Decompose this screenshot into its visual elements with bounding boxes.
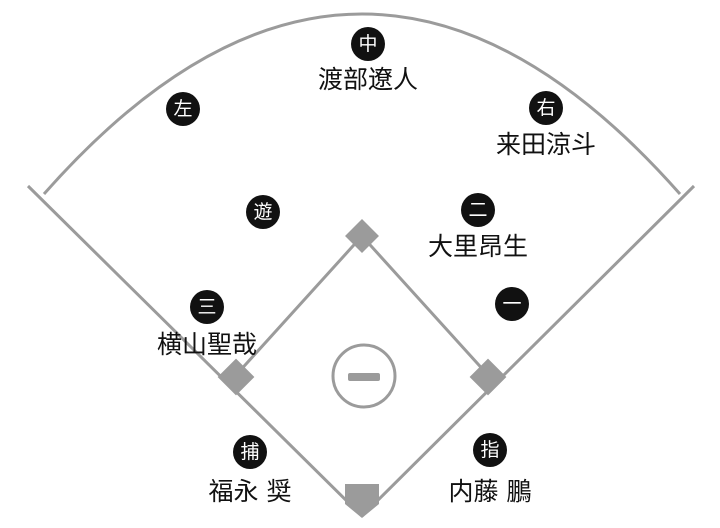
first-base-badge: 一 xyxy=(495,287,529,321)
second-base xyxy=(345,219,379,253)
first-base xyxy=(469,358,507,396)
third-base-player-name: 横山聖哉 xyxy=(156,330,258,359)
center-field-badge: 中 xyxy=(351,27,385,61)
left-field-badge: 左 xyxy=(166,92,200,126)
right-field-badge: 右 xyxy=(529,91,563,125)
second-base-badge: 二 xyxy=(461,193,495,227)
right-field-player-name: 来田涼斗 xyxy=(495,130,597,159)
catcher-player-name: 福永 奨 xyxy=(208,477,292,506)
left-foul-line xyxy=(26,184,364,518)
infield-diamond xyxy=(235,234,489,376)
center-field-player-name: 渡部遼人 xyxy=(317,65,419,94)
third-base xyxy=(217,358,255,396)
second-base-player-name: 大里昂生 xyxy=(427,232,529,261)
designated-hitter-badge: 指 xyxy=(473,433,507,467)
designated-hitter-player-name: 内藤 鵬 xyxy=(448,477,532,506)
catcher-badge: 捕 xyxy=(233,435,267,469)
home-plate xyxy=(345,484,379,518)
shortstop-badge: 遊 xyxy=(246,195,280,229)
outfield-fence xyxy=(42,12,682,195)
pitcher-minus-icon xyxy=(348,373,380,381)
right-foul-line xyxy=(360,184,696,518)
third-base-badge: 三 xyxy=(190,290,224,324)
